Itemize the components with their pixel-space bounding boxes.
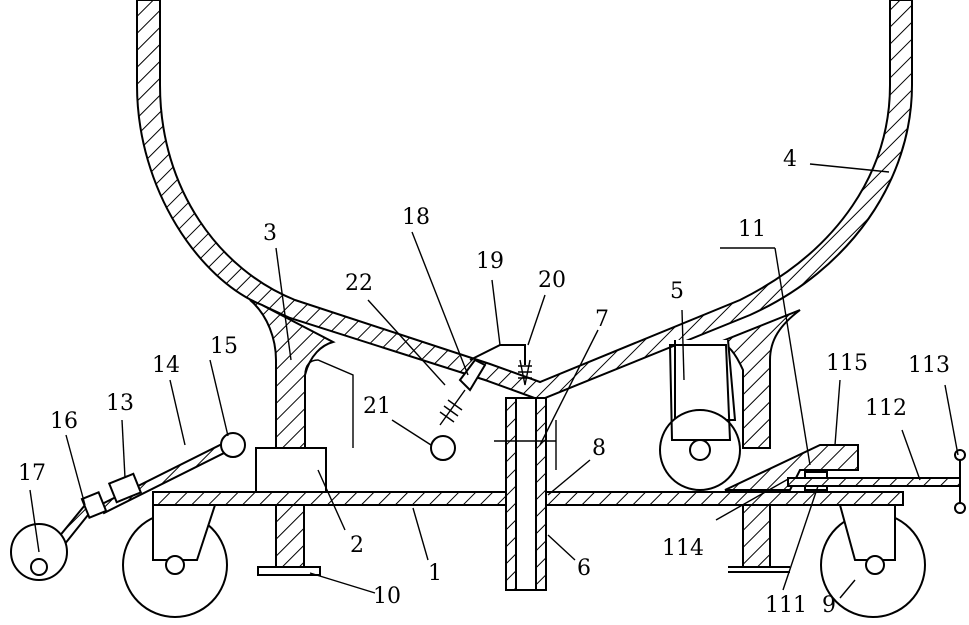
label-14: 14 <box>152 353 180 378</box>
right-lower-leg <box>743 505 770 567</box>
label-4: 4 <box>783 147 797 172</box>
label-3: 3 <box>263 221 277 246</box>
label-114: 114 <box>662 536 704 561</box>
label-6: 6 <box>577 556 591 581</box>
block-2 <box>256 448 326 492</box>
label-9: 9 <box>822 593 836 618</box>
label-20: 20 <box>538 268 566 293</box>
label-7: 7 <box>595 307 609 332</box>
left-bracket <box>305 360 353 448</box>
tank-shell <box>137 0 912 400</box>
label-17: 17 <box>18 461 46 486</box>
label-22: 22 <box>345 271 373 296</box>
label-2: 2 <box>350 533 364 558</box>
label-1: 1 <box>428 561 442 586</box>
drain-pipe-bore <box>516 398 536 590</box>
label-15: 15 <box>210 334 238 359</box>
label-11: 11 <box>738 217 766 242</box>
label-16: 16 <box>50 409 78 434</box>
label-115: 115 <box>826 351 868 376</box>
label-8: 8 <box>592 436 606 461</box>
label-111: 111 <box>765 593 807 618</box>
label-10: 10 <box>373 584 401 609</box>
spring-22 <box>440 390 465 425</box>
label-18: 18 <box>402 205 430 230</box>
label-5: 5 <box>670 279 684 304</box>
label-21: 21 <box>363 394 391 419</box>
label-13: 13 <box>106 391 134 416</box>
label-113: 113 <box>908 353 950 378</box>
knob-15 <box>221 433 245 457</box>
label-112: 112 <box>865 396 907 421</box>
screw-rod <box>788 478 960 486</box>
left-lower-leg <box>276 505 304 567</box>
label-19: 19 <box>476 249 504 274</box>
ball-21 <box>431 436 455 460</box>
